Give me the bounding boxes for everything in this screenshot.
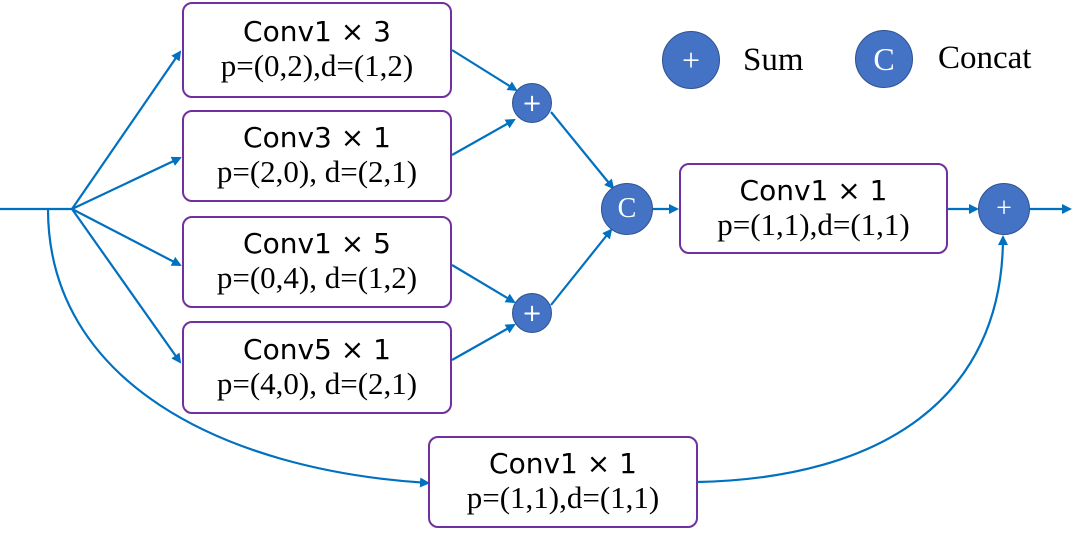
block-title: Conv1 × 1 <box>739 173 888 207</box>
block-params: p=(0,2),d=(1,2) <box>220 48 414 84</box>
arrow-conv5x1-to-sum <box>451 324 516 361</box>
sum-node-bottom: + <box>512 293 552 333</box>
arrow-conv1x5-to-sum <box>451 264 516 304</box>
block-title: Conv5 × 1 <box>243 332 391 366</box>
conv1x1-skip-block: Conv1 × 1 p=(1,1),d=(1,1) <box>428 436 698 528</box>
legend-concat-icon: C <box>855 30 913 88</box>
block-params: p=(4,0), d=(2,1) <box>216 365 418 401</box>
arrow-sum-bottom-to-concat <box>550 228 613 306</box>
sum-node-top: + <box>512 83 552 123</box>
conv1x3-block: Conv1 × 3 p=(0,2),d=(1,2) <box>182 2 452 98</box>
sum-node-output: + <box>978 183 1030 235</box>
block-params: p=(2,0), d=(2,1) <box>216 154 418 190</box>
block-title: Conv1 × 5 <box>243 227 391 261</box>
arrow-to-conv5x1 <box>71 208 182 364</box>
arrow-to-skip-conv <box>46 208 430 488</box>
conv1x1-merge-block: Conv1 × 1 p=(1,1),d=(1,1) <box>679 163 948 254</box>
conv3x1-block: Conv3 × 1 p=(2,0), d=(2,1) <box>182 110 452 202</box>
arrow-to-conv1x5 <box>71 208 182 266</box>
arrow-to-conv3x1 <box>71 156 182 210</box>
legend-sum-icon: + <box>662 31 720 89</box>
arrow-sum-top-to-concat <box>550 111 615 190</box>
block-title: Conv1 × 3 <box>243 15 391 49</box>
block-title: Conv1 × 1 <box>489 447 637 481</box>
block-params: p=(1,1),d=(1,1) <box>466 480 660 516</box>
arrow-conv1x3-to-sum <box>451 49 518 92</box>
arrow-to-conv1x3 <box>71 50 182 210</box>
block-title: Conv3 × 1 <box>243 121 391 155</box>
conv5x1-block: Conv5 × 1 p=(4,0), d=(2,1) <box>182 321 452 414</box>
arrow-conv3x1-to-sum <box>451 119 516 156</box>
legend-concat-label: Concat <box>938 40 1032 76</box>
conv1x5-block: Conv1 × 5 p=(0,4), d=(1,2) <box>182 216 452 308</box>
concat-node: C <box>601 183 653 235</box>
block-params: p=(0,4), d=(1,2) <box>216 260 418 296</box>
legend-sum-label: Sum <box>743 42 804 78</box>
arrow-skip-to-sum-out <box>697 235 1008 484</box>
block-params: p=(1,1),d=(1,1) <box>717 206 910 242</box>
